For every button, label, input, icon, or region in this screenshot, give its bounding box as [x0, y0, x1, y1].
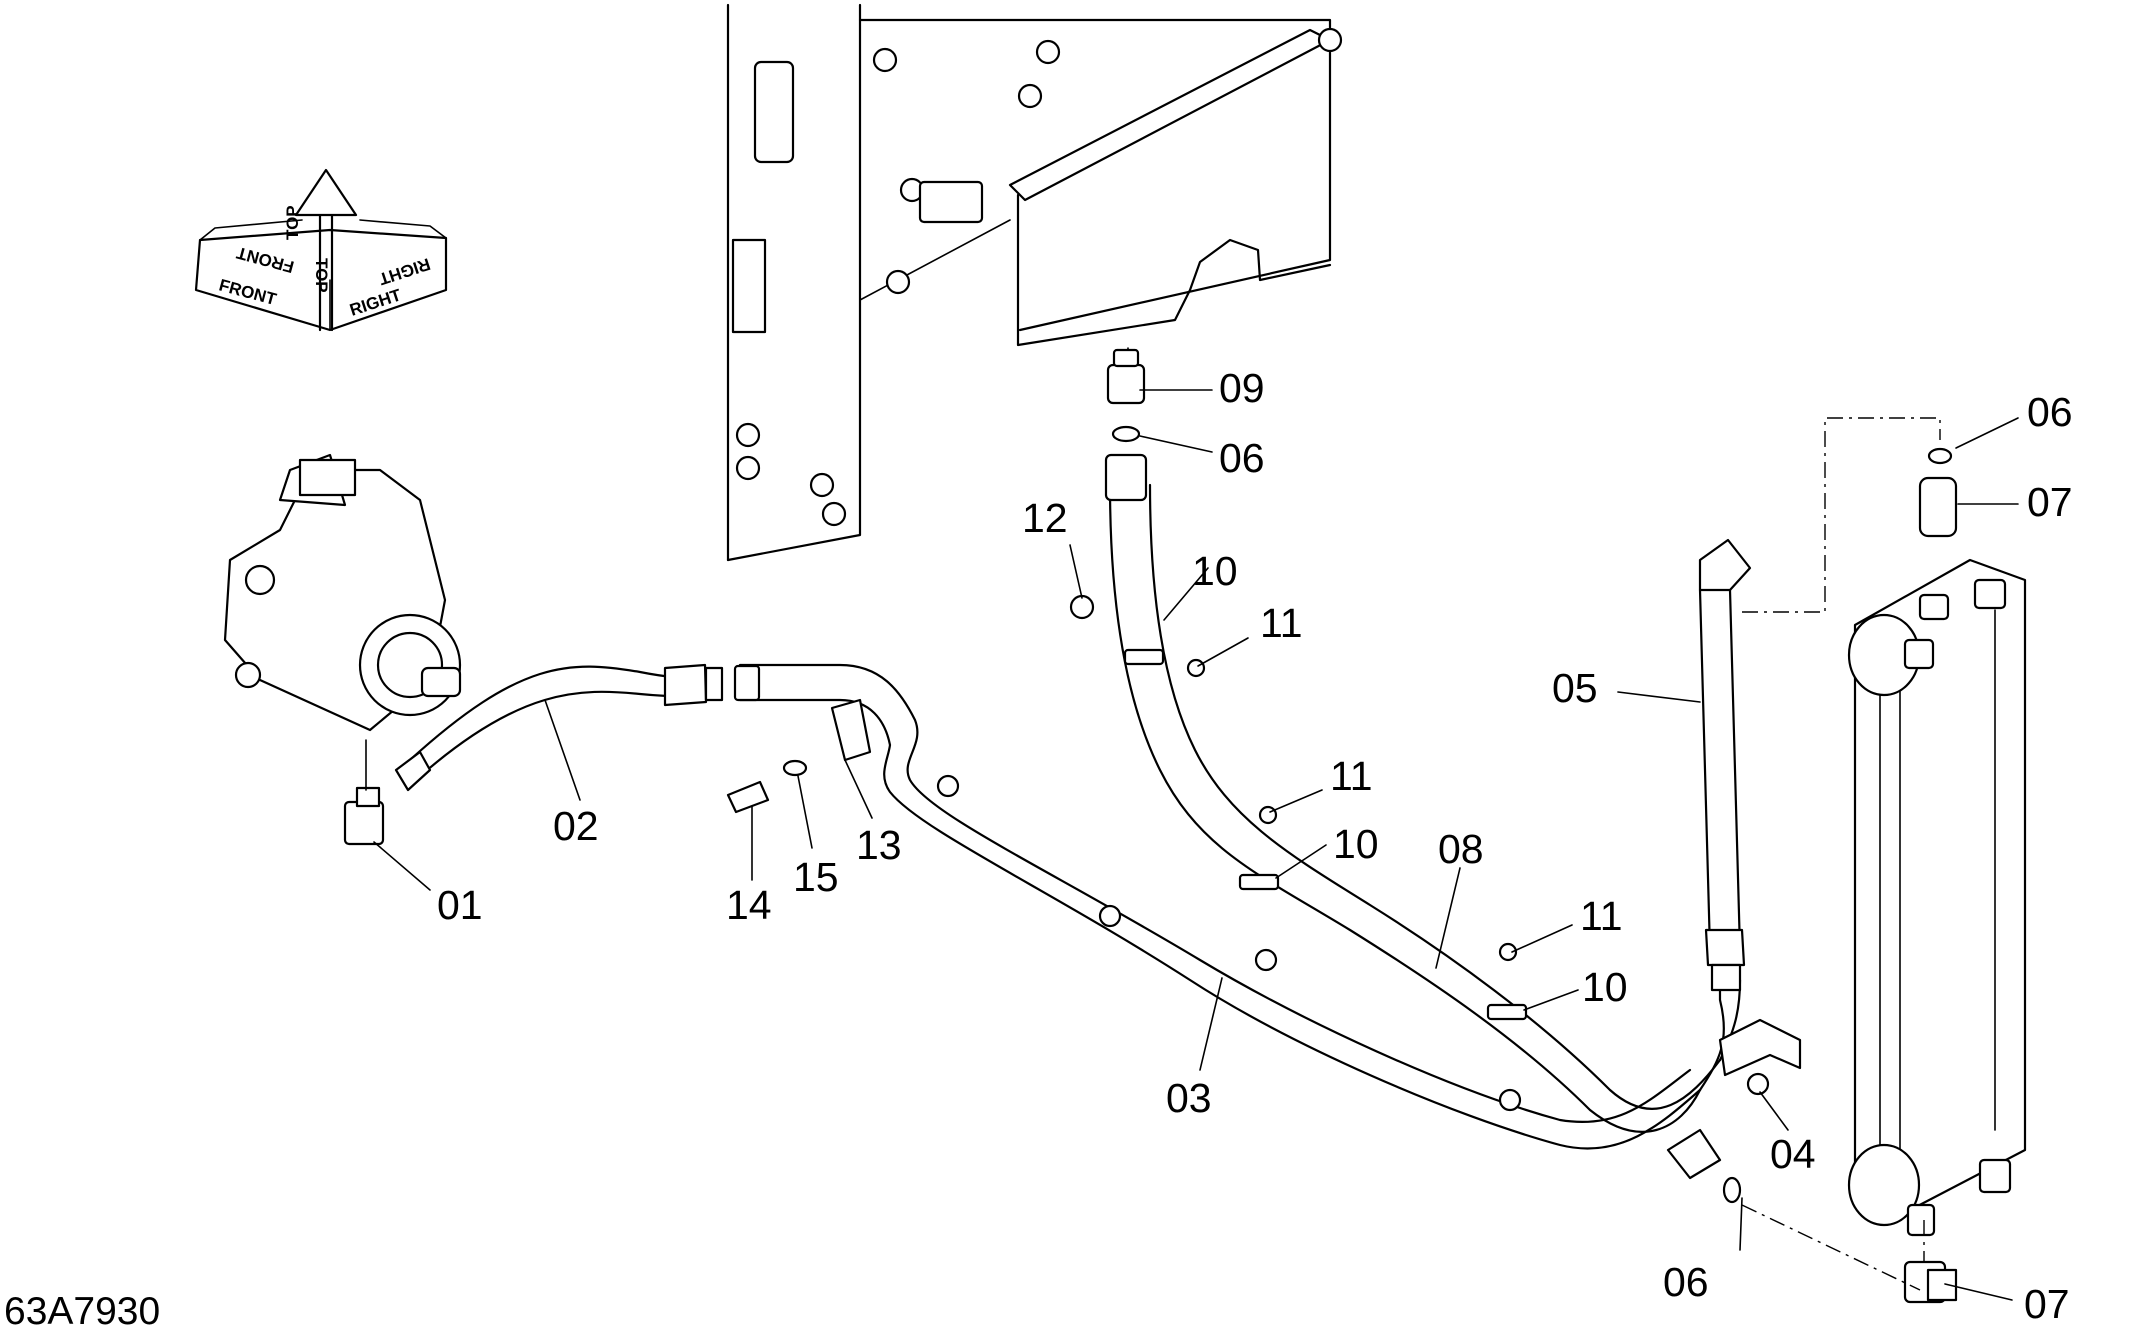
hose-end-fitting: [1104, 453, 1148, 502]
drawing-number: 63A7930: [4, 1290, 160, 1329]
callout-15: 15: [793, 854, 839, 900]
part-06-oring-upper: [1111, 425, 1141, 443]
orientation-front-label: FRONT: [217, 276, 279, 310]
callout-11-lower: 11: [1580, 893, 1623, 939]
callout-10-upper: 10: [1192, 548, 1238, 594]
callout-12: 12: [1022, 495, 1068, 541]
callout-13: 13: [856, 822, 902, 868]
callout-05: 05: [1552, 665, 1598, 711]
callout-03: 03: [1166, 1075, 1212, 1121]
callout-14: 14: [726, 882, 772, 928]
callout-labels: 01 02 03 04 05 06 06 06 07 07 08 09 10 1…: [437, 365, 2073, 1327]
part-01-elbow-fitting: [343, 739, 385, 846]
callout-01: 01: [437, 882, 483, 928]
callout-08: 08: [1438, 826, 1484, 872]
oil-cooler: [1847, 558, 2027, 1237]
orientation-top-mirrored-label: TOP: [283, 205, 302, 240]
part-07-plug-upper: [1918, 476, 1958, 538]
callout-11-upper: 11: [1260, 600, 1303, 646]
callout-07-upper: 07: [2027, 479, 2073, 525]
part-04-bracket: [1718, 1018, 1802, 1096]
part-08-pipe: [1108, 483, 1742, 1180]
orientation-top-label: TOP: [312, 258, 331, 293]
callout-04: 04: [1770, 1131, 1816, 1177]
part-07-elbow-lower: [1903, 1260, 1958, 1304]
callout-10-lower: 10: [1582, 964, 1628, 1010]
part-13-clip: [830, 698, 872, 762]
part-10-clamps: [1123, 648, 1528, 1021]
part-06-oring-right: [1927, 447, 1953, 465]
part-12-nut: [1069, 594, 1095, 620]
callout-09: 09: [1219, 365, 1265, 411]
callout-10-middle: 10: [1333, 821, 1379, 867]
callout-02: 02: [553, 803, 599, 849]
callout-06-right: 06: [2027, 389, 2073, 435]
part-14-bolt: [726, 780, 770, 814]
leader-lines: [373, 389, 2019, 1301]
orientation-right-mirrored-label: RIGHT: [376, 254, 433, 289]
part-15-washer: [782, 759, 808, 777]
callout-07-lower: 07: [2024, 1281, 2070, 1327]
orientation-front-mirrored-label: FRONT: [234, 243, 296, 277]
hydraulic-pump: [223, 453, 462, 732]
center-lines: [1741, 417, 1941, 1291]
callout-11-middle: 11: [1330, 753, 1373, 799]
frame-panel: [726, 3, 1343, 562]
part-09-adapter: [1106, 348, 1146, 405]
part-02-hose: [394, 663, 724, 792]
callout-06-lower: 06: [1663, 1259, 1709, 1305]
callout-06-upper: 06: [1219, 435, 1265, 481]
part-03-pipe: [733, 663, 1702, 1150]
orientation-symbol: TOP TOP FRONT FRONT RIGHT RIGHT: [194, 168, 448, 332]
part-05-hose: [1698, 538, 1752, 992]
part-06-oring-lower: [1722, 1176, 1742, 1204]
